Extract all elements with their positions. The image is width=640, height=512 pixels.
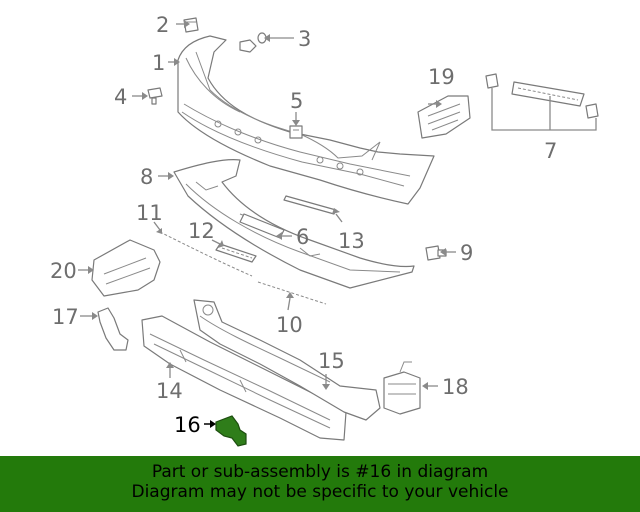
part-7-retainer[interactable] xyxy=(485,73,599,131)
callout-5: 5 xyxy=(290,89,303,113)
part-2-clip[interactable] xyxy=(183,17,199,33)
callout-10: 10 xyxy=(276,313,303,337)
part-20-side-cover[interactable] xyxy=(91,239,161,297)
part-12-grille-insert[interactable] xyxy=(215,243,257,263)
part-1-bumper-cover[interactable] xyxy=(177,35,435,205)
callout-13: 13 xyxy=(338,229,365,253)
callout-17: 17 xyxy=(52,305,79,329)
callout-9: 9 xyxy=(460,241,473,265)
banner-line-part-info: Part or sub-assembly is #16 in diagram xyxy=(151,462,489,482)
part-16-bracket-highlighted[interactable] xyxy=(215,415,247,447)
callout-16-highlighted: 16 xyxy=(174,413,201,437)
callout-12: 12 xyxy=(188,219,215,243)
banner-line-disclaimer: Diagram may not be specific to your vehi… xyxy=(131,482,509,502)
callout-6: 6 xyxy=(296,225,309,249)
leader-lines xyxy=(78,20,456,428)
callout-20: 20 xyxy=(50,259,77,283)
callout-19: 19 xyxy=(428,65,455,89)
callout-7: 7 xyxy=(544,139,557,163)
part-19-side-bracket[interactable] xyxy=(417,95,471,139)
callout-4: 4 xyxy=(114,85,127,109)
part-18-connector[interactable] xyxy=(383,361,421,415)
info-banner: Part or sub-assembly is #16 in diagram D… xyxy=(0,456,640,512)
part-15-upper-beam[interactable] xyxy=(193,299,381,421)
callout-15: 15 xyxy=(318,349,345,373)
callout-1: 1 xyxy=(152,51,165,75)
callout-14: 14 xyxy=(156,379,183,403)
part-10-lower-trim[interactable] xyxy=(257,281,327,305)
callout-18: 18 xyxy=(442,375,469,399)
part-4-bolt[interactable] xyxy=(147,87,163,105)
exploded-parts-diagram: 2 3 1 4 5 19 7 8 11 6 13 12 9 20 10 17 1… xyxy=(50,13,599,447)
callout-8: 8 xyxy=(140,165,153,189)
part-11-lower-strip[interactable] xyxy=(159,231,253,277)
part-5-bracket[interactable] xyxy=(289,125,303,139)
callout-11: 11 xyxy=(136,201,163,225)
part-13-trim-molding[interactable] xyxy=(283,195,337,215)
callout-2: 2 xyxy=(156,13,169,37)
part-14-reinforcement-bar[interactable] xyxy=(141,315,347,441)
callout-3: 3 xyxy=(298,27,311,51)
part-3-screw[interactable] xyxy=(239,32,267,53)
part-17-bracket[interactable] xyxy=(97,307,129,351)
callout-numbers: 2 3 1 4 5 19 7 8 11 6 13 12 9 20 10 17 1… xyxy=(50,13,557,437)
